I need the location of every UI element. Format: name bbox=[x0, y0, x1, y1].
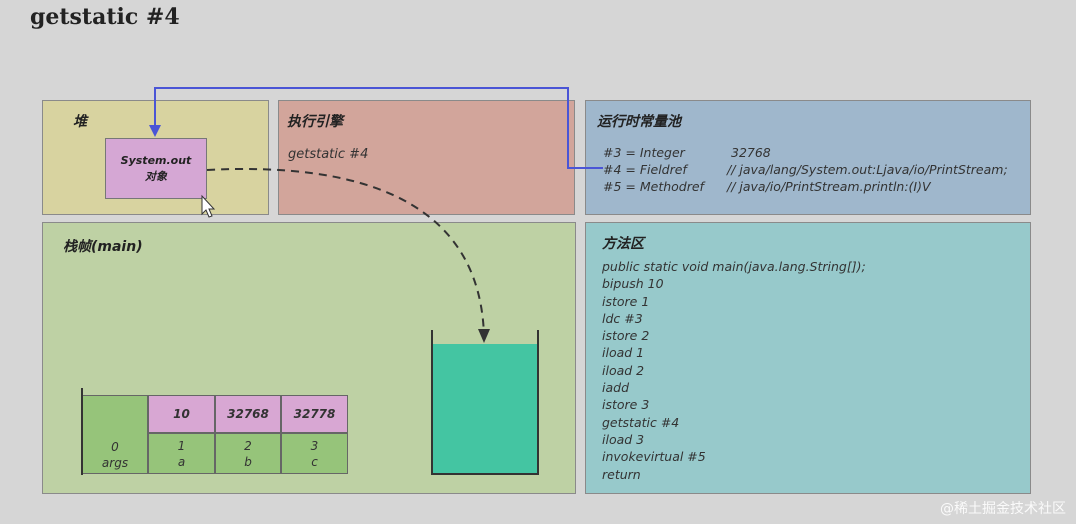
constant-pool-panel: 运行时常量池 bbox=[585, 100, 1031, 215]
engine-label: 执行引擎 bbox=[287, 114, 343, 130]
local-var-slot: 3 c bbox=[281, 433, 348, 474]
pool-entry-ref: #5 = Methodref bbox=[603, 179, 704, 194]
execution-engine-panel: 执行引擎 getstatic #4 bbox=[278, 100, 575, 215]
pool-entry-ref: #4 = Fieldref bbox=[603, 162, 687, 177]
bytecode-line: ldc #3 bbox=[602, 310, 643, 326]
pool-entry-value: 32768 bbox=[731, 145, 771, 160]
bytecode-line: iadd bbox=[602, 380, 630, 396]
heap-label: 堆 bbox=[73, 114, 87, 130]
watermark: @稀土掘金技术社区 bbox=[940, 501, 1066, 517]
object-name: System.out bbox=[120, 153, 192, 167]
local-var-index: 3 bbox=[310, 438, 319, 453]
stack-frame-label: 栈帧(main) bbox=[63, 239, 143, 255]
local-var-value: 32778 bbox=[281, 395, 348, 433]
local-var-index: 2 bbox=[244, 438, 252, 453]
bytecode-line: invokevirtual #5 bbox=[602, 449, 706, 465]
bytecode-line: istore 1 bbox=[602, 293, 650, 309]
bytecode-line: bipush 10 bbox=[602, 276, 664, 292]
operand-stack-fill bbox=[433, 344, 537, 473]
operand-stack-wall-right bbox=[537, 330, 539, 475]
local-var-value: 10 bbox=[148, 395, 215, 433]
engine-instruction: getstatic #4 bbox=[288, 147, 369, 162]
bytecode-line: istore 2 bbox=[602, 328, 650, 344]
pool-entry-value: // java/lang/System.out:Ljava/io/PrintSt… bbox=[727, 162, 1008, 177]
bytecode-line: return bbox=[602, 466, 641, 482]
bytecode-line: iload 1 bbox=[602, 345, 645, 361]
local-var-value: 32768 bbox=[215, 395, 281, 433]
pool-entry-value: // java/io/PrintStream.println:(I)V bbox=[727, 179, 931, 194]
method-area-panel: 方法区 bbox=[585, 222, 1031, 494]
local-var-slot: 1 a bbox=[148, 433, 215, 474]
local-var-name: c bbox=[311, 454, 318, 469]
local-var-table-wall bbox=[81, 388, 83, 475]
local-var-name: a bbox=[177, 454, 186, 469]
operand-stack-wall-left bbox=[431, 330, 433, 475]
method-area-label: 方法区 bbox=[602, 236, 644, 252]
local-var-index: 1 bbox=[177, 438, 186, 453]
operand-stack-bottom bbox=[431, 473, 539, 475]
bytecode-line: getstatic #4 bbox=[602, 414, 680, 430]
constant-pool-label: 运行时常量池 bbox=[597, 114, 681, 130]
bytecode-line: istore 3 bbox=[602, 397, 650, 413]
local-var-name: b bbox=[244, 454, 252, 469]
page-title: getstatic #4 bbox=[30, 4, 180, 30]
local-var-index: 0 bbox=[111, 440, 119, 454]
bytecode-line: public static void main(java.lang.String… bbox=[602, 259, 866, 274]
local-var-name: args bbox=[101, 456, 129, 470]
bytecode-line: iload 3 bbox=[602, 431, 645, 447]
bytecode-line: iload 2 bbox=[602, 362, 645, 378]
local-var-slot: 2 b bbox=[215, 433, 281, 474]
system-out-object[interactable]: System.out 对象 bbox=[105, 138, 207, 199]
pool-entry-ref: #3 = Integer bbox=[603, 145, 685, 160]
object-type: 对象 bbox=[145, 169, 167, 183]
local-var-slot: 0 args bbox=[82, 395, 148, 474]
bytecode-list: public static void main(java.lang.String… bbox=[602, 258, 866, 483]
